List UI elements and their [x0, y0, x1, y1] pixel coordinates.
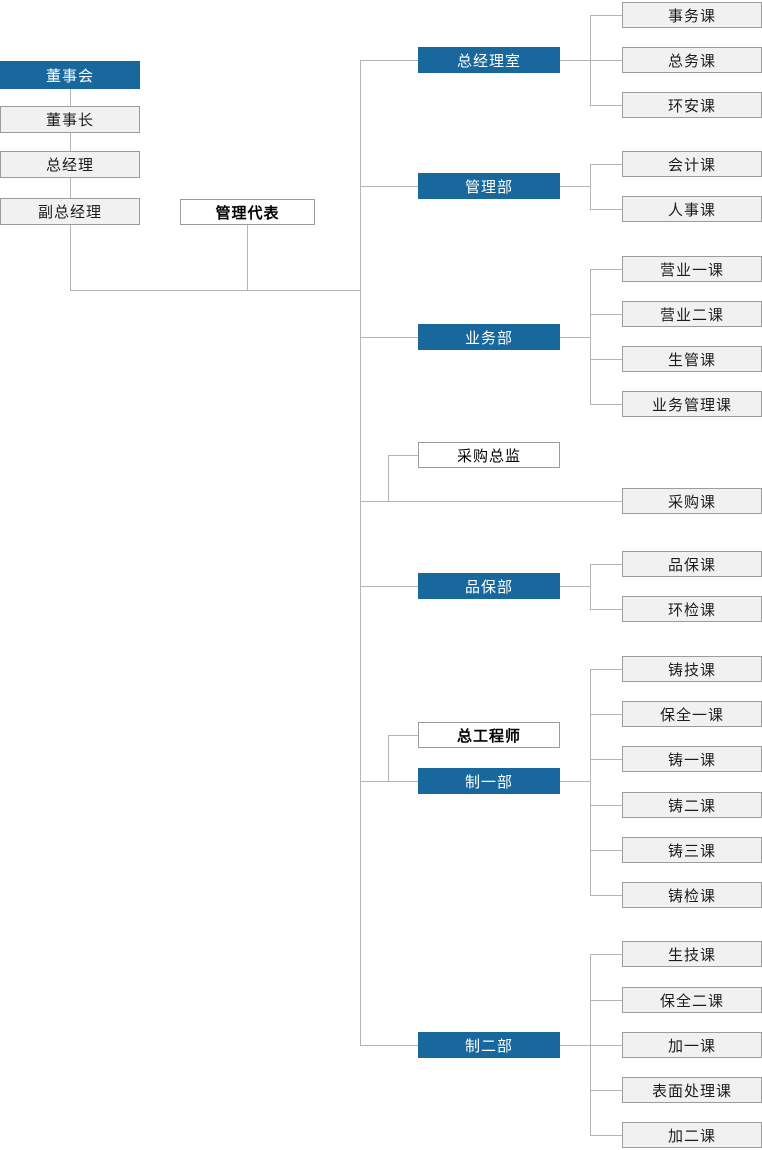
- connector: [560, 781, 590, 782]
- connector: [590, 269, 591, 404]
- connector: [590, 359, 622, 360]
- section-node: 保全一课: [622, 701, 762, 727]
- node-board-of-directors: 董事会: [0, 61, 140, 89]
- section-node: 生技课: [622, 941, 762, 967]
- section-node: 总务课: [622, 47, 762, 73]
- connector: [247, 225, 248, 290]
- node-chief-engineer: 总工程师: [418, 722, 560, 748]
- section-node: 加一课: [622, 1032, 762, 1058]
- connector: [590, 805, 622, 806]
- node-general-manager: 总经理: [0, 151, 140, 178]
- connector: [70, 133, 71, 151]
- section-node: 采购课: [622, 488, 762, 514]
- connector: [360, 501, 622, 502]
- connector: [360, 337, 418, 338]
- section-node: 营业二课: [622, 301, 762, 327]
- node-dept-general-manager-office: 总经理室: [418, 47, 560, 73]
- node-management-representative: 管理代表: [180, 199, 315, 225]
- connector: [360, 60, 418, 61]
- connector: [360, 586, 418, 587]
- connector: [590, 669, 591, 895]
- connector: [388, 455, 389, 501]
- connector: [560, 1045, 622, 1046]
- connector: [590, 1135, 622, 1136]
- connector: [590, 759, 622, 760]
- connector: [590, 164, 591, 209]
- section-node: 业务管理课: [622, 391, 762, 417]
- node-dept-manufacturing-1: 制一部: [418, 768, 560, 794]
- connector: [388, 735, 389, 781]
- connector: [560, 586, 590, 587]
- node-chairman: 董事长: [0, 106, 140, 133]
- connector: [360, 60, 361, 1045]
- connector: [560, 60, 622, 61]
- connector: [590, 15, 591, 105]
- connector: [590, 669, 622, 670]
- section-node: 环检课: [622, 596, 762, 622]
- section-node: 铸检课: [622, 882, 762, 908]
- node-dept-manufacturing-2: 制二部: [418, 1032, 560, 1058]
- connector: [560, 186, 590, 187]
- node-deputy-general-manager: 副总经理: [0, 198, 140, 225]
- section-node: 铸技课: [622, 656, 762, 682]
- connector: [70, 178, 71, 198]
- connector: [590, 209, 622, 210]
- connector: [590, 314, 622, 315]
- connector: [590, 850, 622, 851]
- connector: [388, 455, 418, 456]
- node-procurement-director: 采购总监: [418, 442, 560, 468]
- connector: [590, 15, 622, 16]
- connector: [590, 164, 622, 165]
- connector: [590, 954, 591, 1135]
- section-node: 品保课: [622, 551, 762, 577]
- node-dept-management: 管理部: [418, 173, 560, 199]
- connector: [360, 781, 418, 782]
- section-node: 人事课: [622, 196, 762, 222]
- connector: [590, 105, 622, 106]
- section-node: 会计课: [622, 151, 762, 177]
- section-node: 加二课: [622, 1122, 762, 1148]
- connector: [70, 89, 71, 106]
- node-dept-quality-assurance: 品保部: [418, 573, 560, 599]
- section-node: 保全二课: [622, 987, 762, 1013]
- connector: [590, 564, 622, 565]
- connector: [590, 895, 622, 896]
- connector: [590, 714, 622, 715]
- connector: [560, 337, 590, 338]
- connector: [590, 609, 622, 610]
- connector: [590, 1000, 622, 1001]
- connector: [360, 1045, 422, 1046]
- connector: [590, 404, 622, 405]
- section-node: 铸一课: [622, 746, 762, 772]
- section-node: 表面处理课: [622, 1077, 762, 1103]
- section-node: 事务课: [622, 2, 762, 28]
- connector: [70, 225, 71, 290]
- connector: [70, 290, 360, 291]
- section-node: 铸三课: [622, 837, 762, 863]
- connector: [590, 269, 622, 270]
- section-node: 环安课: [622, 92, 762, 118]
- connector: [590, 564, 591, 609]
- connector: [590, 954, 622, 955]
- node-dept-business: 业务部: [418, 324, 560, 350]
- connector: [360, 186, 418, 187]
- section-node: 铸二课: [622, 792, 762, 818]
- connector: [590, 1090, 622, 1091]
- section-node: 生管课: [622, 346, 762, 372]
- section-node: 营业一课: [622, 256, 762, 282]
- connector: [388, 735, 418, 736]
